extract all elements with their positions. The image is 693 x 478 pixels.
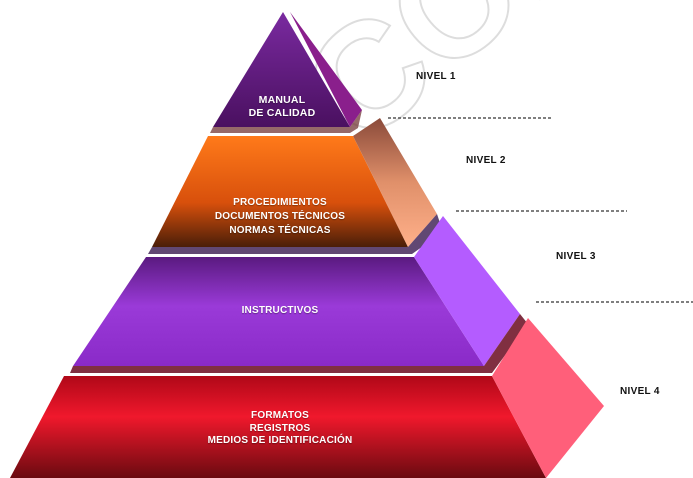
level-3-front xyxy=(73,257,484,366)
level-3-side xyxy=(414,216,520,366)
level-2-line-2: DOCUMENTOS TÉCNICOS xyxy=(214,211,346,222)
level-4-label: NIVEL 4 xyxy=(620,386,660,397)
level-2-line-1: PROCEDIMIENTOS xyxy=(233,197,327,208)
level-4-text: FORMATOS REGISTROS MEDIOS DE IDENTIFICAC… xyxy=(160,410,400,448)
level-3-text: INSTRUCTIVOS xyxy=(180,304,380,317)
level-2-line-3: NORMAS TÉCNICAS xyxy=(229,225,331,236)
level-3-base xyxy=(70,314,528,373)
level-4-line-2: REGISTROS xyxy=(249,422,311,434)
level-1-side xyxy=(290,12,362,127)
level-2-text: PROCEDIMIENTOS DOCUMENTOS TÉCNICOS NORMA… xyxy=(160,196,400,238)
level-1-line-2: DE CALIDAD xyxy=(248,107,316,119)
level-2-front xyxy=(152,136,408,247)
level-1-front xyxy=(213,12,350,127)
level-3-label: NIVEL 3 xyxy=(556,251,596,262)
level-4-side xyxy=(492,318,604,478)
level-4-line-1: FORMATOS xyxy=(251,410,309,421)
level-1-base xyxy=(210,110,362,133)
level-1-line-1: MANUAL xyxy=(258,94,306,106)
level-4-front xyxy=(10,376,546,478)
level-4-line-3: MEDIOS DE IDENTIFICACIÓN xyxy=(207,435,353,446)
level-2-label: NIVEL 2 xyxy=(466,155,506,166)
level-2-base xyxy=(148,214,443,254)
level-3-line-1: INSTRUCTIVOS xyxy=(241,305,319,316)
level-2-side xyxy=(353,118,437,247)
level-1-label: NIVEL 1 xyxy=(416,71,456,82)
level-1-text: MANUAL DE CALIDAD xyxy=(227,94,337,120)
